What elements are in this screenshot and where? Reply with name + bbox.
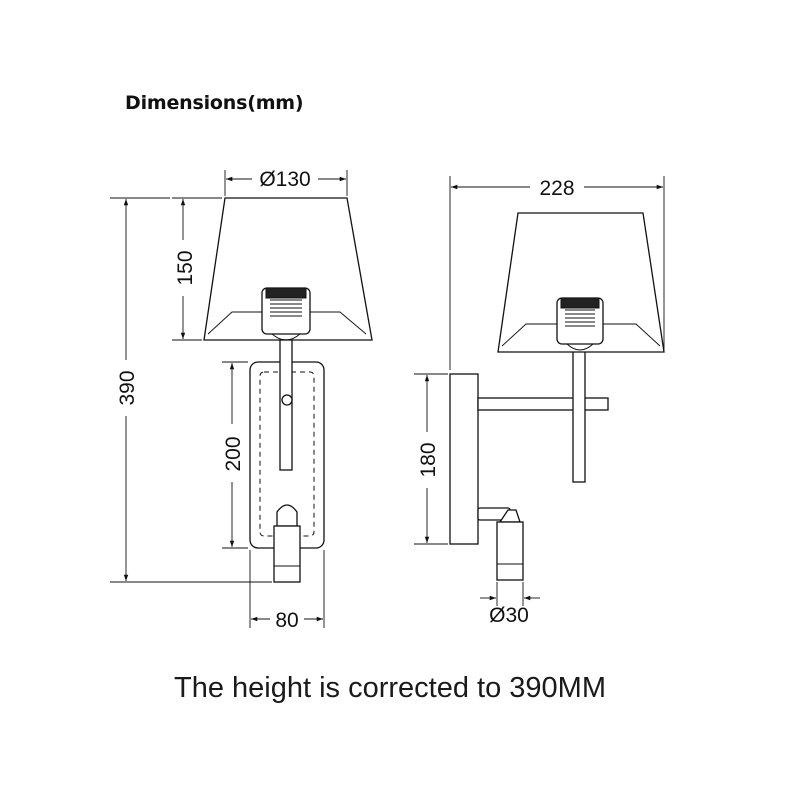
height-correction-note: The height is corrected to 390MM: [174, 672, 606, 704]
side-reading-light-diameter-label: Ø30: [489, 604, 529, 627]
side-horizontal-arm: [477, 397, 609, 411]
front-switch: [281, 394, 293, 406]
side-reading-light-body: [496, 521, 524, 581]
front-reading-light-neck: [276, 504, 298, 527]
front-bulb-holder-ribs: [270, 299, 302, 317]
side-plate-height-label: 180: [417, 442, 440, 477]
side-bulb-holder-top: [560, 297, 600, 309]
front-shade-diameter-label: Ø130: [259, 168, 310, 191]
front-total-height-label: 390: [116, 370, 139, 405]
front-plate-height-label: 200: [222, 436, 245, 471]
front-bulb-holder-top: [265, 287, 307, 299]
side-vertical-stem: [572, 339, 586, 483]
front-lamp-shade: [203, 197, 373, 341]
diagram-title: Dimensions(mm): [125, 92, 304, 114]
side-bulb-holder-base: [566, 343, 594, 351]
front-view: Ø130 150 390 200 80: [110, 168, 373, 632]
side-depth-label: 228: [539, 177, 574, 200]
front-plate-width-label: 80: [275, 609, 298, 632]
side-view: 228 180 Ø30: [414, 176, 665, 627]
side-lamp-shade: [497, 212, 665, 353]
side-bulb-holder-ribs: [565, 309, 595, 327]
front-reading-light-body: [273, 525, 301, 583]
front-shade-height-label: 150: [174, 250, 197, 285]
side-wall-plate: [449, 373, 479, 545]
